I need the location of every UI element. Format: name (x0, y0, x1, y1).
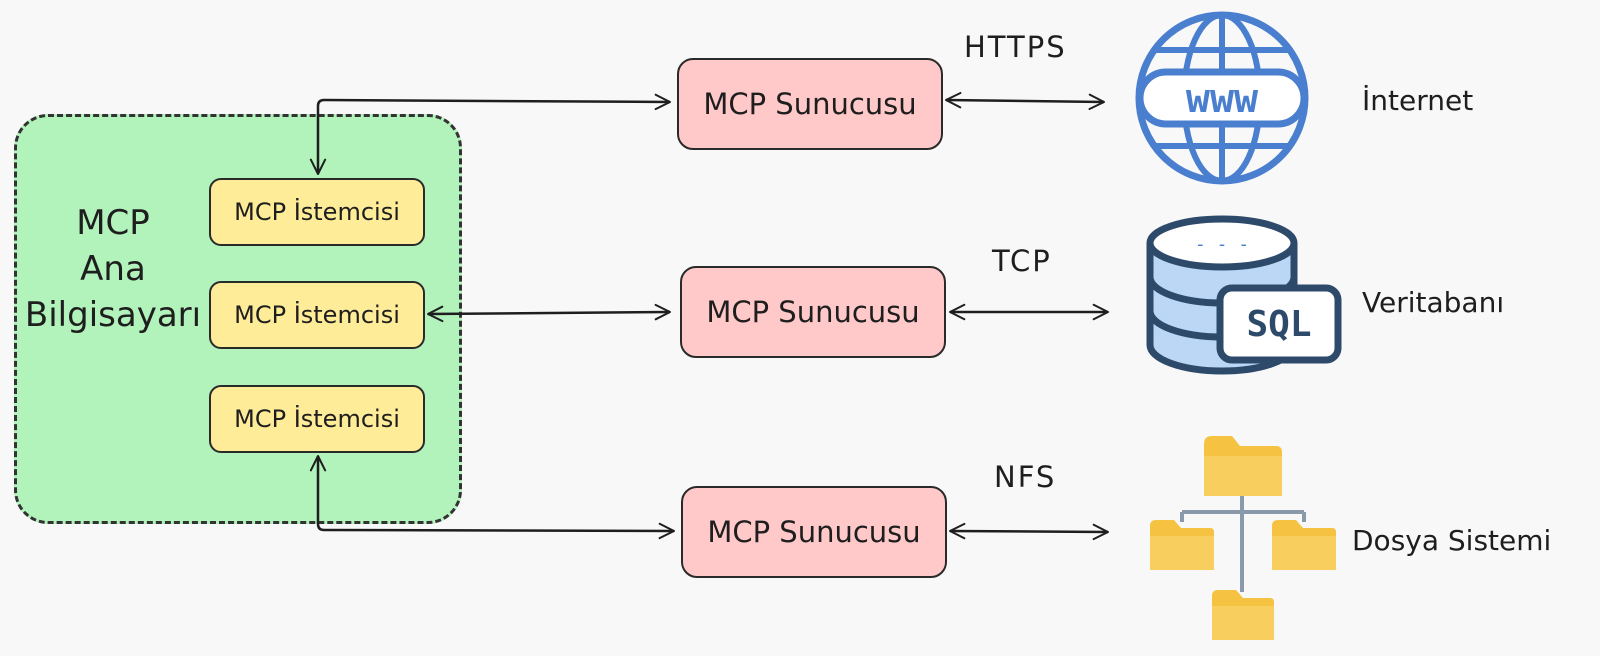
database-dashes: - - - (1195, 234, 1249, 255)
mcp-server-1[interactable]: MCP Sunucusu (677, 58, 943, 150)
host-label-line-1: MCP (76, 203, 150, 243)
resource-label-filesystem: Dosya Sistemi (1352, 524, 1552, 557)
mcp-server-2[interactable]: MCP Sunucusu (680, 266, 946, 358)
protocol-https: HTTPS (964, 30, 1067, 64)
folder-icon-right (1272, 520, 1336, 570)
protocol-nfs: NFS (994, 460, 1057, 494)
folder-tree-icon (1150, 436, 1336, 640)
www-text: www (1186, 76, 1259, 122)
mcp-server-3[interactable]: MCP Sunucusu (681, 486, 947, 578)
connector-client3-server3 (309, 455, 675, 540)
connector-client2-server2 (427, 303, 671, 323)
resource-label-internet: İnternet (1362, 84, 1474, 117)
host-label: MCP Ana Bilgisayarı (18, 200, 208, 338)
database-sql-icon: - - - SQL (1146, 215, 1342, 375)
protocol-tcp: TCP (992, 244, 1052, 278)
mcp-client-3[interactable]: MCP İstemcisi (209, 385, 425, 453)
connector-client1-server1 (309, 93, 671, 175)
globe-www-icon: www (1135, 11, 1309, 185)
host-label-line-3: Bilgisayarı (24, 295, 202, 335)
connector-server1-internet (945, 91, 1105, 111)
host-label-line-2: Ana (80, 249, 146, 289)
connector-server3-filesystem (949, 522, 1109, 541)
resource-label-database: Veritabanı (1362, 286, 1505, 319)
mcp-client-2[interactable]: MCP İstemcisi (209, 281, 425, 349)
folder-icon-bottom (1212, 590, 1274, 640)
mcp-client-1[interactable]: MCP İstemcisi (209, 178, 425, 246)
sql-text: SQL (1246, 304, 1311, 345)
folder-icon-top (1204, 436, 1282, 496)
folder-icon-left (1150, 520, 1214, 570)
